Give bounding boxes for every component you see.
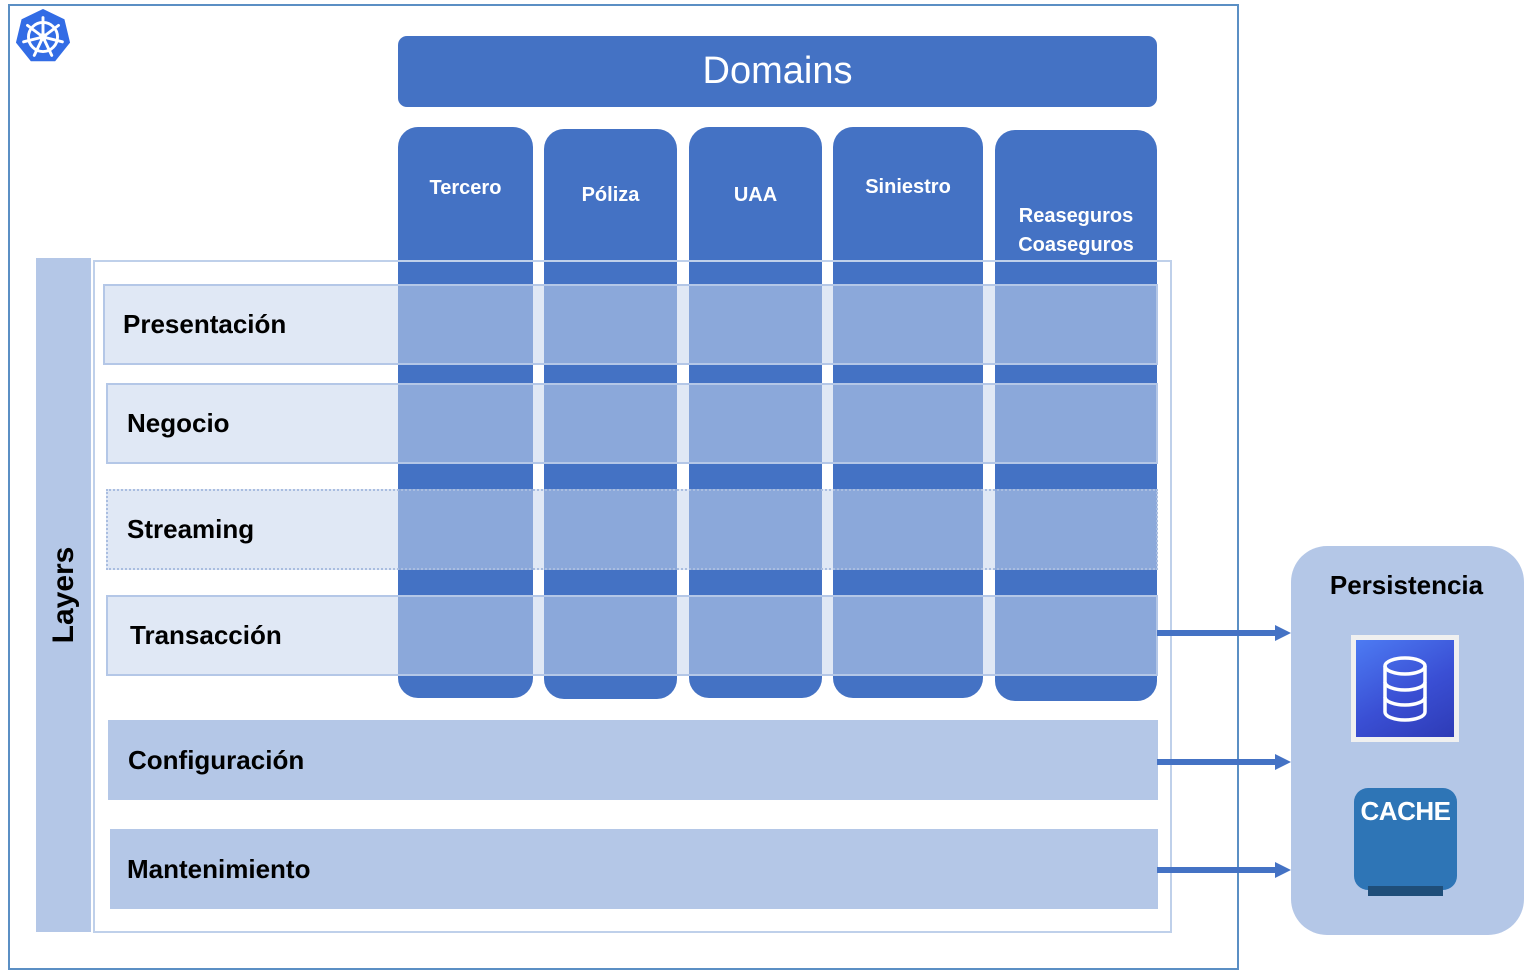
layer-label: Negocio xyxy=(127,408,230,438)
layer-negocio: Negocio xyxy=(106,383,1158,464)
database-icon xyxy=(1351,635,1459,742)
arrow-mantenimiento-line xyxy=(1157,867,1277,873)
arrow-transaccion-head xyxy=(1275,625,1291,641)
layer-transaccion: Transacción xyxy=(106,595,1158,676)
arrow-mantenimiento-head xyxy=(1275,862,1291,878)
domains-header: Domains xyxy=(398,36,1157,107)
layer-streaming: Streaming xyxy=(106,489,1158,570)
cache-label: CACHE xyxy=(1360,796,1451,826)
outer-frame xyxy=(8,4,1239,970)
domain-label: Póliza xyxy=(581,184,640,206)
layer-label: Presentación xyxy=(123,309,287,339)
layer-label: Transacción xyxy=(130,620,282,650)
domain-label: UAA xyxy=(733,184,778,206)
layer-configuracion: Configuración xyxy=(108,720,1158,800)
layer-mantenimiento: Mantenimiento xyxy=(110,829,1158,909)
layer-presentacion: Presentación xyxy=(103,284,1158,365)
arrow-transaccion-line xyxy=(1157,630,1277,636)
domain-label: Tercero xyxy=(429,177,502,199)
kubernetes-logo-icon xyxy=(13,6,73,64)
layer-label: Configuración xyxy=(128,744,305,775)
layers-title: Layers xyxy=(46,546,80,644)
layers-label-bar: Layers xyxy=(36,258,91,932)
domain-label: Reaseguros Coaseguros xyxy=(1018,205,1134,256)
arrow-configuracion-head xyxy=(1275,754,1291,770)
layer-label: Mantenimiento xyxy=(127,853,311,884)
layer-label: Streaming xyxy=(127,514,255,544)
cache-icon: CACHE xyxy=(1354,788,1457,896)
domain-label: Siniestro xyxy=(865,176,951,198)
arrow-configuracion-line xyxy=(1157,759,1277,765)
layers-frame xyxy=(93,260,1172,933)
persistence-title: Persistencia xyxy=(1329,570,1484,600)
